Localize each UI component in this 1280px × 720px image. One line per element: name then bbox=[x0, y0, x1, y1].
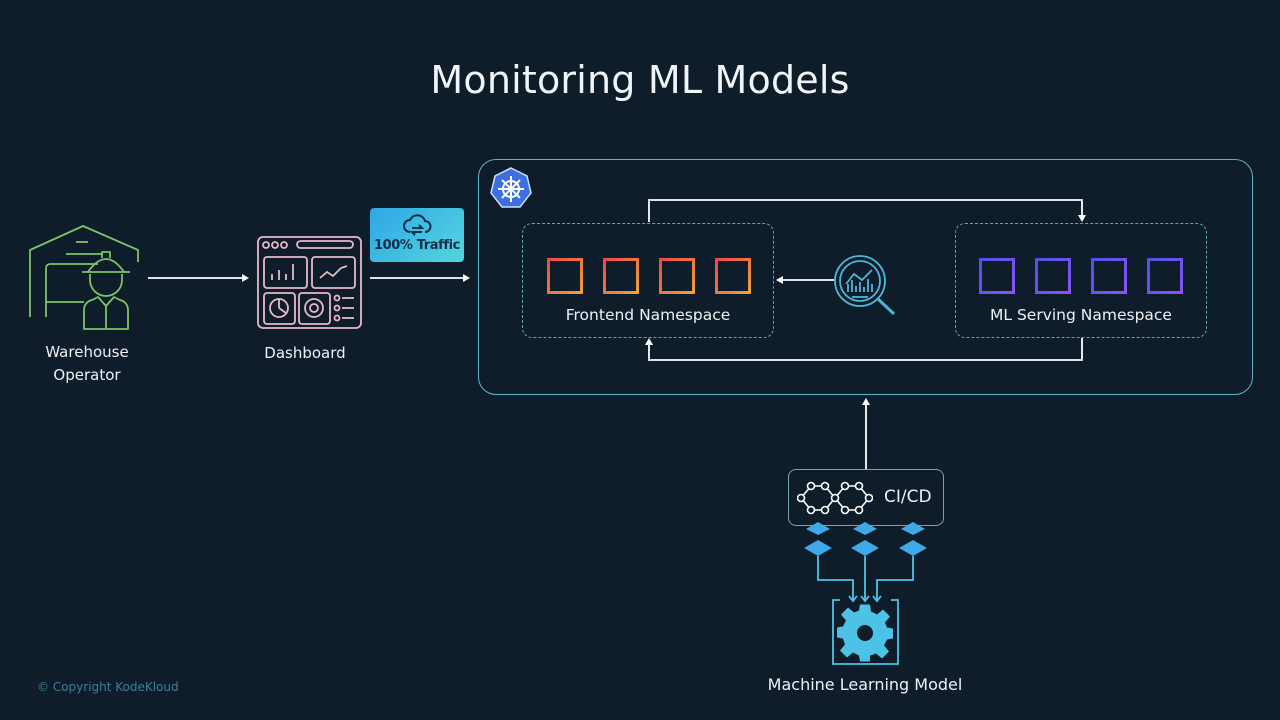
arrow-monitor-to-frontend bbox=[776, 276, 834, 284]
copyright: © Copyright KodeKloud bbox=[37, 680, 179, 694]
analytics-magnifier-icon bbox=[834, 255, 896, 316]
pipeline-diamond bbox=[899, 540, 927, 556]
ml-serving-namespace-label: ML Serving Namespace bbox=[990, 306, 1172, 324]
page-title: Monitoring ML Models bbox=[430, 58, 850, 102]
model-pipeline-connectors bbox=[804, 522, 927, 665]
pipeline-diamond bbox=[853, 522, 877, 535]
frontend-pod bbox=[547, 258, 583, 294]
dashboard-label: Dashboard bbox=[264, 344, 346, 362]
infinity-pipeline-icon bbox=[797, 481, 873, 515]
namespace-connectors bbox=[645, 199, 1086, 361]
ml-serving-pod bbox=[979, 258, 1015, 294]
operator-label-line1: Warehouse bbox=[45, 343, 129, 361]
operator-label: Warehouse Operator bbox=[20, 341, 154, 387]
gear-icon bbox=[837, 604, 893, 662]
frontend-pod bbox=[603, 258, 639, 294]
pipeline-diamond bbox=[851, 540, 879, 556]
operator-label-line2: Operator bbox=[53, 366, 121, 384]
arrow-dashboard-to-cluster bbox=[370, 274, 470, 282]
ml-serving-namespace bbox=[955, 223, 1207, 338]
ml-model-label: Machine Learning Model bbox=[767, 675, 963, 694]
warehouse-worker-icon bbox=[29, 225, 139, 330]
cloud-sync-icon bbox=[403, 214, 432, 236]
arrow-cicd-to-cluster bbox=[862, 398, 870, 469]
frontend-pod bbox=[659, 258, 695, 294]
ml-serving-pod bbox=[1147, 258, 1183, 294]
cicd-label: CI/CD bbox=[884, 487, 932, 507]
ml-serving-pod bbox=[1091, 258, 1127, 294]
frontend-namespace bbox=[522, 223, 774, 338]
frontend-pod bbox=[715, 258, 751, 294]
kubernetes-cluster bbox=[478, 159, 1253, 395]
ml-serving-pod bbox=[1035, 258, 1071, 294]
pipeline-diamond bbox=[901, 522, 925, 535]
kubernetes-icon bbox=[490, 167, 532, 208]
pipeline-diamond bbox=[804, 540, 832, 556]
traffic-label: 100% Traffic bbox=[374, 238, 460, 253]
arrow-operator-to-dashboard bbox=[148, 274, 249, 282]
frontend-namespace-label: Frontend Namespace bbox=[565, 306, 731, 324]
pipeline-diamond bbox=[806, 522, 830, 535]
dashboard-icon bbox=[257, 236, 362, 329]
traffic-badge bbox=[370, 208, 464, 262]
